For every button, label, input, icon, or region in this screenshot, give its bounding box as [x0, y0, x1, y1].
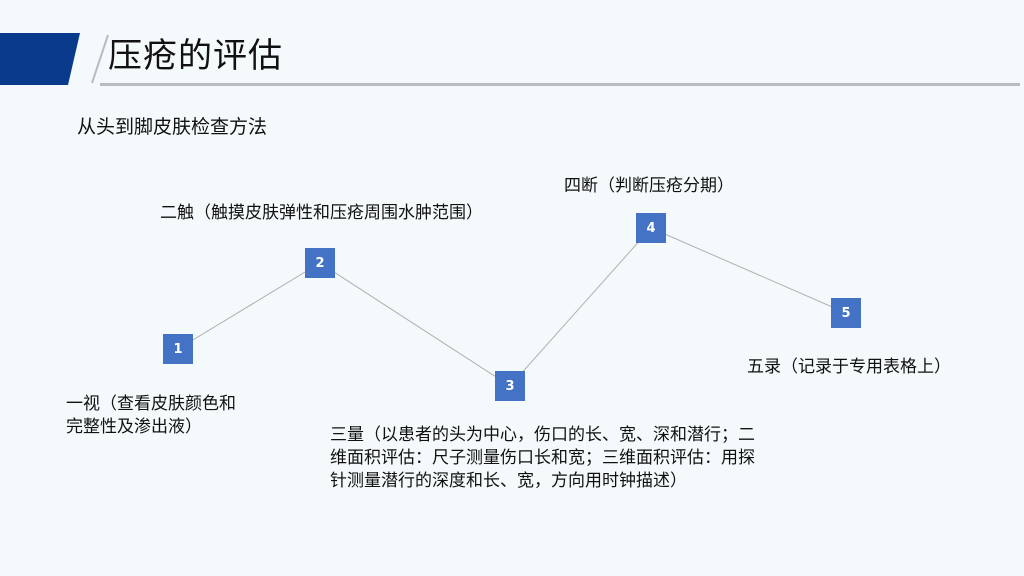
title-underline — [100, 83, 1020, 86]
step-1-label: 一视（查看皮肤颜色和完整性及渗出液） — [66, 394, 236, 437]
page-title: 压疮的评估 — [108, 36, 283, 76]
title-slash — [91, 34, 109, 84]
step-4-marker: 4 — [636, 213, 666, 243]
subtitle: 从头到脚皮肤检查方法 — [77, 116, 268, 138]
step-4-label: 四断（判断压疮分期） — [564, 176, 734, 196]
step-1-marker: 1 — [163, 334, 193, 364]
step-2-marker: 2 — [305, 248, 335, 278]
step-5-marker: 5 — [831, 298, 861, 328]
step-5-label: 五录（记录于专用表格上） — [747, 357, 951, 377]
step-3-marker: 3 — [495, 371, 525, 401]
step-3-label: 三量（以患者的头为中心，伤口的长、宽、深和潜行；二维面积评估：尺子测量伤口长和宽… — [330, 425, 755, 491]
title-accent-bar — [0, 33, 80, 85]
step-2-label: 二触（触摸皮肤弹性和压疮周围水肿范围） — [160, 203, 483, 223]
step-connector-path — [177, 227, 847, 387]
